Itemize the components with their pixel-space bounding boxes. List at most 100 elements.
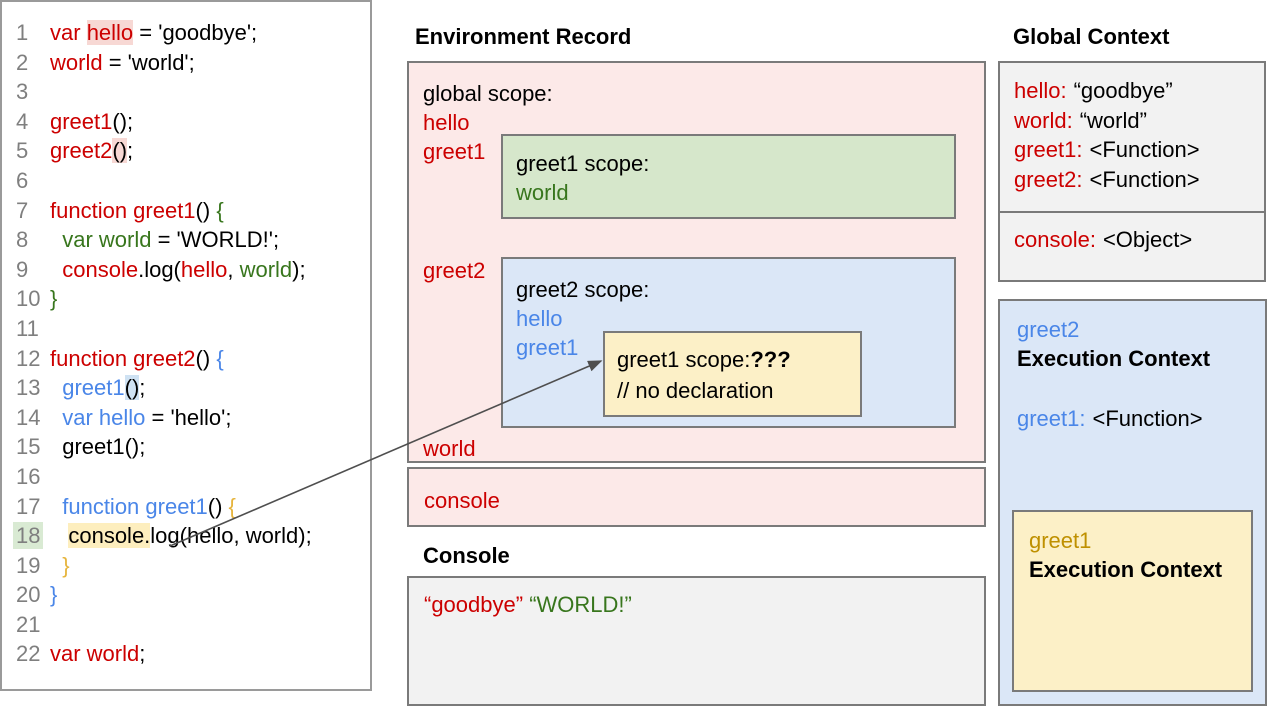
line-number: 15 bbox=[16, 434, 41, 460]
greet1-scope-var-world: world bbox=[516, 180, 569, 205]
line-number: 19 bbox=[16, 552, 41, 578]
line-number: 22 bbox=[16, 641, 41, 667]
code-text: var hello = 'goodbye'; bbox=[50, 20, 258, 45]
code-text: greet2(); bbox=[50, 138, 134, 164]
global-context-console-entry: console:<Object> bbox=[1014, 227, 1193, 252]
code-line: 19 } bbox=[2, 551, 370, 581]
code-text: function greet1() { bbox=[50, 197, 224, 223]
line-number: 5 bbox=[16, 138, 29, 164]
code-line: 4 greet1(); bbox=[2, 107, 370, 137]
greet2-execution-context-entry: greet1:<Function> bbox=[1017, 406, 1203, 431]
global-context-console-section: console:<Object> bbox=[1000, 213, 1264, 255]
global-context-entry: greet2:<Function> bbox=[1014, 166, 1200, 192]
console-output-world: “WORLD!” bbox=[529, 592, 632, 617]
line-number: 12 bbox=[16, 345, 41, 371]
line-number: 3 bbox=[16, 79, 29, 105]
line-number: 20 bbox=[16, 582, 41, 608]
line-number: 13 bbox=[16, 375, 41, 401]
code-panel: 1 var hello = 'goodbye'; 2 world = 'world';… bbox=[0, 0, 372, 691]
code-line: 6 bbox=[2, 166, 370, 196]
global-context-entry: world:“world” bbox=[1014, 107, 1147, 133]
greet2-scope-var-greet1: greet1 bbox=[516, 335, 579, 360]
code-line: 10} bbox=[2, 284, 370, 314]
line-number: 1 bbox=[16, 20, 29, 45]
greet2-scope-var-hello: hello bbox=[516, 306, 563, 331]
global-var-hello: hello bbox=[423, 110, 470, 135]
code-text: var world; bbox=[50, 641, 146, 667]
code-line: 9 console.log(hello, world); bbox=[2, 255, 370, 285]
code-lines: 1 var hello = 'goodbye'; 2 world = 'world';… bbox=[2, 18, 370, 669]
line-number: 17 bbox=[16, 493, 41, 519]
code-text: function greet1() { bbox=[62, 493, 236, 519]
global-var-greet2: greet2 bbox=[423, 258, 486, 283]
line-number: 18 bbox=[2, 521, 50, 551]
code-line: 11 bbox=[2, 314, 370, 344]
greet1-execution-context-box: greet1 Execution Context bbox=[1012, 510, 1253, 692]
code-text: function greet2() { bbox=[50, 345, 224, 371]
console-record-box: console bbox=[407, 467, 986, 527]
line-number: 21 bbox=[16, 611, 41, 637]
code-text: } bbox=[50, 582, 58, 608]
global-context-entry: greet1:<Function> bbox=[1014, 137, 1200, 162]
unknown-scope-question-marks: ??? bbox=[750, 347, 791, 372]
console-record-label: console bbox=[424, 488, 500, 513]
code-line: 13 greet1(); bbox=[2, 373, 370, 403]
code-line: 5 greet2(); bbox=[2, 136, 370, 166]
greet1-scope-title: greet1 scope: bbox=[516, 151, 650, 176]
greet1-unknown-scope-box: greet1 scope:??? // no declaration bbox=[603, 331, 862, 417]
code-text: console.log(hello, world); bbox=[62, 256, 306, 282]
code-text: world = 'world'; bbox=[50, 49, 195, 75]
global-context-entry: hello:“goodbye” bbox=[1014, 78, 1173, 103]
code-line: 20} bbox=[2, 580, 370, 610]
code-line: 2 world = 'world'; bbox=[2, 48, 370, 78]
global-var-greet1: greet1 bbox=[423, 139, 486, 164]
code-line: 1 var hello = 'goodbye'; bbox=[2, 18, 370, 48]
code-text: greet1(); bbox=[50, 108, 134, 134]
code-line: 17 function greet1() { bbox=[2, 492, 370, 522]
line-number: 7 bbox=[16, 197, 29, 223]
line-number: 11 bbox=[16, 315, 39, 341]
code-line: 12 function greet2() { bbox=[2, 344, 370, 374]
code-text: var world = 'WORLD!'; bbox=[62, 227, 280, 253]
code-text: console.log(hello, world); bbox=[68, 523, 312, 549]
greet2-execution-context-title: Execution Context bbox=[1017, 346, 1211, 371]
global-context-title: Global Context bbox=[1013, 24, 1170, 49]
console-output-box: “goodbye” “WORLD!” bbox=[407, 576, 986, 706]
code-line: 14 var hello = 'hello'; bbox=[2, 403, 370, 433]
code-text: } bbox=[50, 286, 58, 312]
global-var-world: world bbox=[423, 436, 476, 461]
global-context-variables: hello:“goodbye” world:“world” greet1:<Fu… bbox=[1000, 63, 1264, 213]
environment-record-title: Environment Record bbox=[415, 24, 632, 49]
line-number: 4 bbox=[16, 108, 29, 134]
code-text: } bbox=[62, 552, 70, 578]
console-title: Console bbox=[423, 543, 510, 568]
greet1-scope-box: greet1 scope: world bbox=[501, 134, 956, 219]
console-output-goodbye: “goodbye” bbox=[424, 592, 524, 617]
code-text: var hello = 'hello'; bbox=[62, 404, 232, 430]
code-line: 8 var world = 'WORLD!'; bbox=[2, 225, 370, 255]
line-number: 9 bbox=[16, 256, 29, 282]
code-line: 16 bbox=[2, 462, 370, 492]
code-line: 15 greet1(); bbox=[2, 432, 370, 462]
greet1-execution-context-name: greet1 bbox=[1029, 528, 1092, 553]
line-number: 6 bbox=[16, 167, 29, 193]
code-line: 3 bbox=[2, 77, 370, 107]
code-line: 22 var world; bbox=[2, 639, 370, 669]
code-text: greet1(); bbox=[50, 434, 146, 460]
global-context-box: hello:“goodbye” world:“world” greet1:<Fu… bbox=[998, 61, 1266, 282]
greet2-scope-title: greet2 scope: bbox=[516, 277, 650, 302]
global-scope-label: global scope: bbox=[423, 81, 553, 106]
greet2-execution-context-name: greet2 bbox=[1017, 317, 1080, 342]
code-line: 7 function greet1() { bbox=[2, 196, 370, 226]
line-number: 16 bbox=[16, 463, 41, 489]
greet1-execution-context-title: Execution Context bbox=[1029, 557, 1223, 582]
code-line: 18 console.log(hello, world); bbox=[2, 521, 370, 551]
code-line: 21 bbox=[2, 610, 370, 640]
line-number: 10 bbox=[16, 286, 41, 312]
unknown-scope-title: greet1 scope: bbox=[617, 347, 751, 372]
line-number: 2 bbox=[16, 49, 29, 75]
line-number: 8 bbox=[16, 227, 29, 253]
code-text: greet1(); bbox=[62, 375, 146, 401]
unknown-scope-comment: // no declaration bbox=[617, 378, 774, 403]
